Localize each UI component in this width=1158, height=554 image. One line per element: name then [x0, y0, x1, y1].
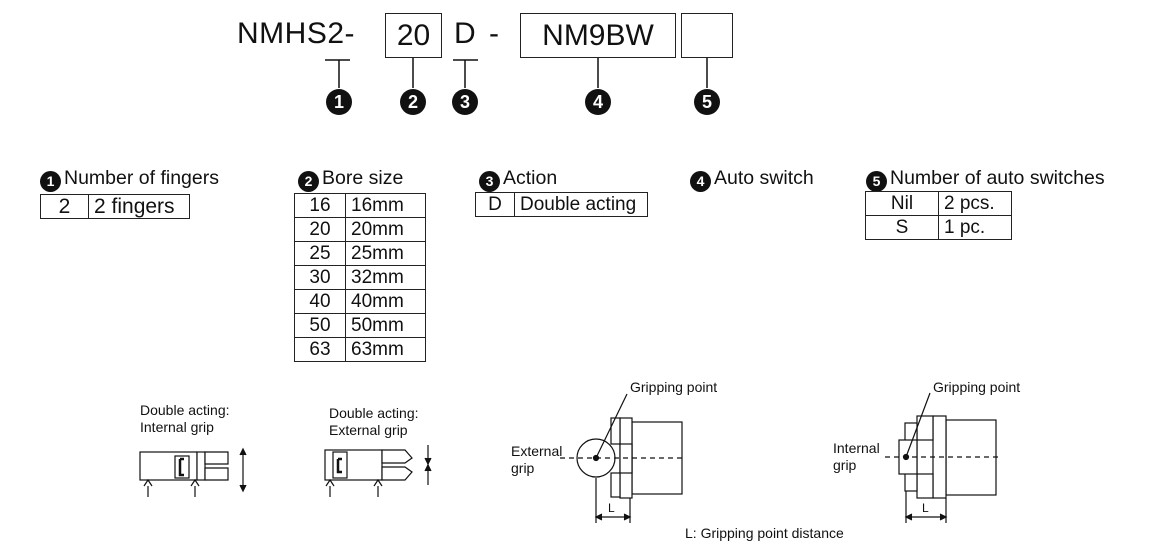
- dim-l-label-2: L: [922, 501, 929, 515]
- table-row: 2 2 fingers: [40, 194, 190, 219]
- action-number: 3: [479, 170, 500, 192]
- external-grip-label: External grip: [511, 443, 562, 477]
- table-cell: 20mm: [345, 217, 426, 242]
- bore-code-value: 20: [396, 18, 431, 52]
- auto-switch-number: 4: [690, 170, 711, 192]
- callout-3: 3: [452, 89, 478, 115]
- table-cell: 2 fingers: [88, 194, 190, 219]
- external-grip-point-diagram: [560, 393, 684, 523]
- table-cell: 20: [294, 217, 346, 242]
- caption-line: Double acting:: [140, 402, 230, 418]
- table-cell: 32mm: [345, 265, 426, 290]
- action-table: D Double acting: [475, 192, 648, 217]
- label-line: External: [511, 443, 563, 459]
- table-cell: 50: [294, 313, 346, 338]
- switch-count-title: Number of auto switches: [890, 167, 1105, 189]
- label-line: Internal: [833, 440, 880, 456]
- footnote: L: Gripping point distance: [685, 525, 844, 541]
- table-cell: 63: [294, 337, 346, 362]
- model-prefix: NMHS2-: [237, 17, 356, 50]
- caption-line: Double acting:: [329, 405, 419, 421]
- gripping-point-label-2: Gripping point: [933, 379, 1021, 395]
- bore-title: Bore size: [322, 167, 404, 189]
- auto-switch-title: Auto switch: [714, 167, 814, 189]
- label-line: grip: [833, 457, 857, 473]
- table-cell: S: [865, 215, 939, 240]
- callout-2: 2: [400, 89, 426, 115]
- table-row: D Double acting: [475, 192, 648, 217]
- table-cell: 40mm: [345, 289, 426, 314]
- table-cell: Double acting: [514, 192, 648, 217]
- caption-line: Internal grip: [140, 419, 214, 435]
- external-grip-schematic: [324, 445, 432, 497]
- dim-l-label-1: L: [608, 501, 615, 515]
- callout-1: 1: [326, 89, 352, 115]
- table-cell: D: [475, 192, 515, 217]
- fingers-number: 1: [40, 170, 61, 192]
- table-cell: Nil: [865, 191, 939, 216]
- gripping-point-label-1: Gripping point: [630, 379, 718, 395]
- table-cell: 16mm: [345, 193, 426, 218]
- action-title: Action: [503, 167, 558, 189]
- table-cell: 1 pc.: [938, 215, 1012, 240]
- internal-grip-caption: Double acting: Internal grip: [140, 402, 230, 436]
- table-cell: 2 pcs.: [938, 191, 1012, 216]
- caption-line: External grip: [329, 422, 408, 438]
- code-dash: -: [489, 17, 500, 50]
- fingers-title: Number of fingers: [64, 167, 219, 189]
- table-cell: 63mm: [345, 337, 426, 362]
- callout-5: 5: [694, 89, 720, 115]
- action-code-value: D: [454, 17, 477, 50]
- switch-code-value: NM9BW: [542, 18, 654, 52]
- internal-grip-label: Internal grip: [833, 440, 880, 474]
- table-cell: 2: [40, 194, 89, 219]
- table-cell: 16: [294, 193, 346, 218]
- switch-count-box: [681, 13, 733, 58]
- table-cell: 50mm: [345, 313, 426, 338]
- bore-number: 2: [298, 170, 319, 192]
- switch-code-box: NM9BW: [520, 13, 676, 58]
- fingers-table: 2 2 fingers: [40, 194, 190, 219]
- bore-code-box: 20: [385, 13, 442, 58]
- table-cell: 40: [294, 289, 346, 314]
- table-cell: 25: [294, 241, 346, 266]
- callout-4: 4: [585, 89, 611, 115]
- internal-grip-schematic: [139, 447, 247, 497]
- table-cell: 25mm: [345, 241, 426, 266]
- external-grip-caption: Double acting: External grip: [329, 405, 419, 439]
- label-line: grip: [511, 460, 535, 476]
- table-cell: 30: [294, 265, 346, 290]
- switch-count-number: 5: [866, 170, 887, 192]
- internal-grip-point-diagram: [885, 392, 1000, 523]
